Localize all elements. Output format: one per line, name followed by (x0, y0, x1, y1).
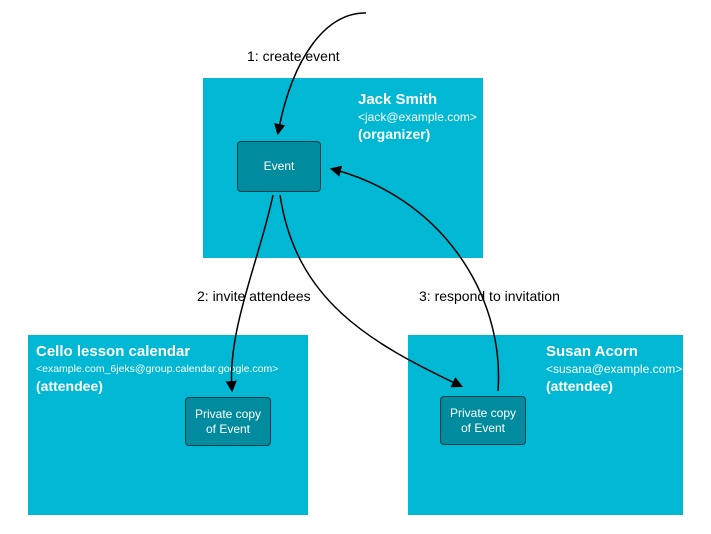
label-respond-invitation: 3: respond to invitation (419, 288, 560, 304)
organizer-email: <jack@example.com> (358, 110, 477, 124)
attendee-susan-role: (attendee) (546, 378, 613, 394)
attendee-calendar-name: Cello lesson calendar (36, 343, 191, 360)
attendee-susan-name: Susan Acorn (546, 343, 638, 360)
attendee-calendar-email: <example.com_6jeks@group.calendar.google… (36, 363, 279, 375)
private-copy-node-calendar: Private copy of Event (185, 397, 271, 446)
attendee-calendar-info: Cello lesson calendar <example.com_6jeks… (36, 343, 278, 395)
organizer-role: (organizer) (358, 126, 431, 142)
label-create-event: 1: create event (247, 48, 340, 64)
organizer-info: Jack Smith <jack@example.com> (organizer… (358, 91, 477, 143)
attendee-susan-info: Susan Acorn <susana@example.com> (attend… (546, 343, 682, 395)
attendee-calendar-role: (attendee) (36, 378, 103, 394)
private-copy-node-susan: Private copy of Event (440, 396, 526, 445)
label-invite-attendees: 2: invite attendees (197, 288, 311, 304)
event-node: Event (237, 141, 321, 192)
attendee-susan-email: <susana@example.com> (546, 362, 683, 376)
organizer-name: Jack Smith (358, 91, 438, 108)
